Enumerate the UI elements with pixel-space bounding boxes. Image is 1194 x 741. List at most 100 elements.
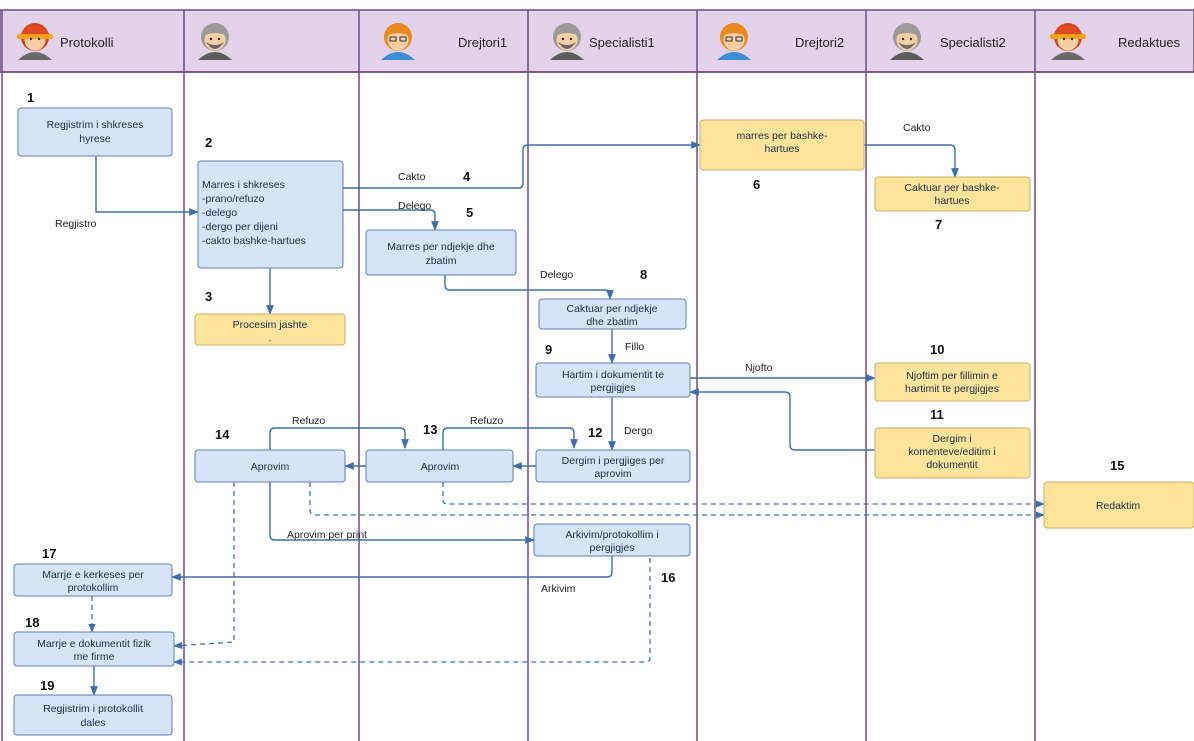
label-aprovim-per-print: Aprovim per print	[287, 529, 367, 541]
task-5-box	[365, 229, 517, 276]
task-2-text-2: -delego	[202, 207, 237, 219]
lane-title-specialisti2: Specialisti2	[940, 35, 1006, 50]
label-cakto-4: Cakto	[398, 171, 426, 183]
step-11-number: 11	[930, 407, 944, 422]
header-row	[0, 9, 1194, 73]
task-17-text-1: protokollim	[68, 582, 119, 594]
task-12-text-1: aprovim	[594, 468, 632, 480]
task-13-box	[365, 449, 514, 483]
step-2-number: 2	[205, 135, 212, 150]
task-15-box	[1043, 481, 1194, 529]
step-13-number: 13	[423, 422, 437, 437]
step-18-number: 18	[25, 615, 39, 630]
task-1-text-0: Regjistrim i shkreses	[47, 119, 144, 131]
step-5-number: 5	[466, 205, 473, 220]
task-14-text-0: Aprovim	[251, 461, 290, 473]
step-14-number: 14	[215, 427, 230, 442]
task-13-text-0: Aprovim	[421, 461, 460, 473]
step-19-number: 19	[40, 678, 54, 693]
task-8-box	[538, 298, 687, 330]
task-10-box	[874, 362, 1031, 402]
lane-dividers	[1, 10, 1036, 741]
step-1-number: 1	[27, 90, 34, 105]
task-10-text-1: hartimit te pergjigjes	[905, 383, 999, 395]
label-njofto: Njofto	[745, 362, 773, 374]
task-10-text-0: Njoftim per fillimin e	[906, 370, 998, 382]
step-10-number: 10	[930, 342, 944, 357]
task-5-text-1: zbatim	[426, 255, 457, 267]
task-17-text-0: Marrje e kerkeses per	[42, 569, 144, 581]
task-11-text-2: dokumentit	[926, 459, 977, 471]
label-fillo: Fillo	[625, 341, 644, 353]
gray-bearded-person-icon	[890, 23, 924, 60]
label-arkivim: Arkivim	[541, 583, 576, 595]
step-12-number: 12	[588, 425, 602, 440]
task-11-text-1: komenteve/editim i	[908, 446, 996, 458]
task-19-text-1: dales	[80, 717, 105, 729]
task-16-box	[533, 523, 691, 557]
lane-title-drejtori1: Drejtori1	[458, 35, 507, 50]
lane-title-redaktues: Redaktues	[1118, 35, 1181, 50]
task-6-text-0: marres per bashke-	[736, 130, 828, 142]
task-3-box	[194, 313, 346, 346]
lane-title-specialisti1: Specialisti1	[589, 35, 655, 50]
task-16-text-0: Arkivim/protokollim i	[565, 529, 658, 541]
label-regjistro: Regjistro	[55, 218, 97, 230]
gray-bearded-person-icon	[550, 23, 584, 60]
task-2-text-1: -prano/refuzo	[202, 193, 265, 205]
task-18-text-0: Marrje e dokumentit fizik	[37, 638, 152, 650]
task-2-box	[197, 160, 344, 269]
task-5-text-0: Marres per ndjekje dhe	[387, 241, 495, 253]
task-11-text-0: Dergim i	[932, 433, 971, 445]
label-delego-8: Delego	[540, 269, 573, 281]
task-1-text-1: hyrese	[79, 133, 111, 145]
task-7-box	[874, 176, 1031, 212]
task-16-text-1: pergjigjes	[590, 542, 635, 554]
task-9-text-1: pergjigjes	[591, 382, 636, 394]
lane-title-protokolli: Protokolli	[60, 35, 114, 50]
step-7-number: 7	[935, 217, 942, 232]
task-12-box	[535, 449, 691, 483]
task-19-text-0: Regjistrim i protokollit	[43, 703, 143, 715]
label-delego-5: Delego	[398, 200, 431, 212]
task-2-text-3: -dergo per dijeni	[202, 221, 278, 233]
step-15-number: 15	[1110, 458, 1124, 473]
lane-title-drejtori2: Drejtori2	[795, 35, 844, 50]
task-6-box	[699, 119, 865, 171]
task-12-text-0: Dergim i pergjiges per	[562, 455, 665, 467]
step-9-number: 9	[545, 342, 552, 357]
step-8-number: 8	[640, 267, 647, 282]
task-3-text-0: Procesim jashte	[233, 319, 308, 331]
task-18-text-1: me firme	[74, 651, 115, 663]
red-hat-person-icon	[17, 23, 53, 60]
red-hat-person-icon	[1050, 23, 1086, 60]
connectors	[90, 141, 959, 696]
label-dergo: Dergo	[624, 425, 653, 437]
label-refuzo-13: Refuzo	[470, 415, 503, 427]
task-19-box	[13, 694, 173, 736]
orange-hair-glasses-person-icon	[381, 23, 415, 60]
task-8-text-1: dhe zbatim	[586, 316, 638, 328]
label-refuzo-14: Refuzo	[292, 415, 325, 427]
task-15-text-0: Redaktim	[1096, 500, 1141, 512]
gray-bearded-person-icon	[198, 23, 232, 60]
task-8-text-0: Caktuar per ndjekje	[566, 303, 657, 315]
task-1-box	[17, 107, 173, 157]
task-9-box	[535, 362, 691, 398]
task-18-box	[13, 631, 175, 667]
task-6-text-1: hartues	[764, 143, 799, 155]
step-3-number: 3	[205, 289, 212, 304]
orange-hair-glasses-person-icon	[717, 23, 751, 60]
dashed-connectors	[88, 482, 1045, 666]
task-2-text-0: Marres i shkreses	[202, 179, 285, 191]
step-4-number: 4	[463, 169, 471, 184]
step-6-number: 6	[753, 177, 760, 192]
step-16-number: 16	[661, 570, 675, 585]
step-17-number: 17	[42, 546, 56, 561]
task-7-text-0: Caktuar per bashke-	[904, 182, 1000, 194]
task-9-text-0: Hartim i dokumentit te	[562, 369, 664, 381]
task-7-text-1: hartues	[934, 195, 969, 207]
label-cakto-7: Cakto	[903, 122, 931, 134]
task-14-box	[194, 449, 346, 483]
